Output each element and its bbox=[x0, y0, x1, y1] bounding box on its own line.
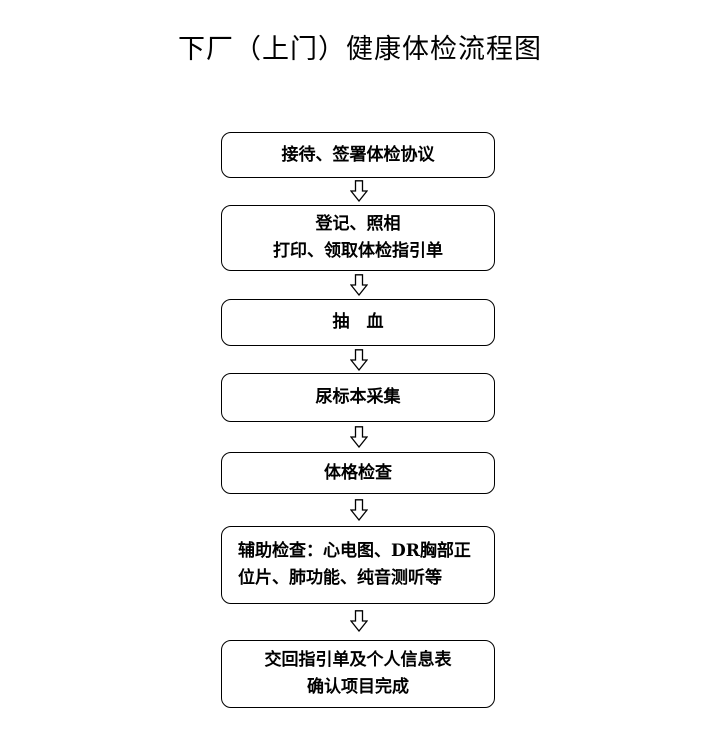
step-text: 登记、照相 bbox=[315, 214, 401, 234]
flow-step-urine-sample: 尿标本采集 bbox=[221, 373, 495, 422]
step-text: 尿标本采集 bbox=[315, 387, 401, 407]
flow-step-auxiliary-exam: 辅助检查：心电图、DR胸部正 位片、肺功能、纯音测听等 bbox=[221, 526, 495, 604]
step-text: 体格检查 bbox=[324, 462, 392, 483]
step-text: 确认项目完成 bbox=[307, 677, 409, 697]
step-text: 交回指引单及个人信息表 bbox=[264, 650, 452, 670]
down-arrow-icon bbox=[350, 499, 368, 521]
down-arrow-icon bbox=[350, 426, 368, 448]
step-text: 位片、肺功能、纯音测听等 bbox=[238, 568, 442, 588]
flow-step-blood-draw: 抽 血 bbox=[221, 299, 495, 346]
down-arrow-icon bbox=[350, 274, 368, 296]
down-arrow-icon bbox=[350, 180, 368, 202]
step-text: 辅助检查：心电图、DR胸部正 bbox=[238, 541, 471, 561]
step-text: 打印、领取体检指引单 bbox=[273, 241, 443, 261]
step-text: 接待、签署体检协议 bbox=[281, 144, 435, 165]
flow-step-registration: 登记、照相 打印、领取体检指引单 bbox=[221, 205, 495, 271]
down-arrow-icon bbox=[350, 349, 368, 371]
flow-step-return-forms: 交回指引单及个人信息表 确认项目完成 bbox=[221, 640, 495, 708]
flow-step-reception: 接待、签署体检协议 bbox=[221, 132, 495, 178]
step-text: 抽 血 bbox=[332, 312, 384, 332]
flow-step-physical-exam: 体格检查 bbox=[221, 452, 495, 494]
down-arrow-icon bbox=[350, 610, 368, 632]
page-title: 下厂（上门）健康体检流程图 bbox=[178, 34, 542, 65]
